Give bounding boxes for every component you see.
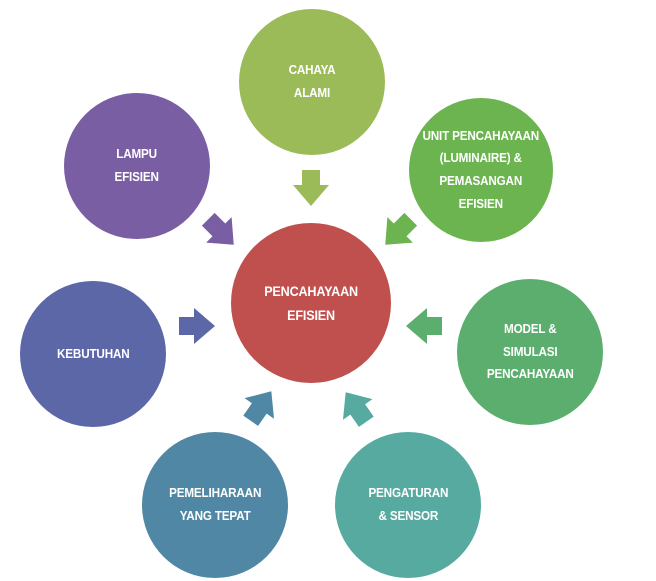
node-kebutuhan-label: KEBUTUHAN (56, 345, 130, 361)
node-unit-pencahayaan: UNIT PENCAHAYAAN (LUMINAIRE) & PEMASANGA… (409, 98, 553, 242)
node-pemeliharaan: PEMELIHARAAN YANG TEPAT (142, 432, 288, 578)
arrow-left-icon (406, 308, 442, 344)
arrow-down-right-icon (201, 212, 234, 245)
node-model-simulasi-label: MODEL & SIMULASI PENCAHAYAAN (486, 320, 574, 382)
arrow-up-right-icon (243, 391, 275, 426)
center-node: PENCAHAYAAN EFISIEN (231, 223, 391, 383)
node-pemeliharaan-label: PEMELIHARAAN YANG TEPAT (168, 485, 262, 523)
node-cahaya-alami-label: CAHAYA ALAMI (288, 62, 336, 100)
node-cahaya-alami: CAHAYA ALAMI (239, 9, 385, 155)
arrow-down-left-icon (385, 212, 418, 245)
node-pengaturan-sensor: PENGATURAN & SENSOR (335, 432, 481, 578)
arrow-right-icon (179, 308, 215, 344)
node-kebutuhan: KEBUTUHAN (20, 281, 166, 427)
node-lampu-efisien: LAMPU EFISIEN (64, 93, 210, 239)
node-lampu-efisien-label: LAMPU EFISIEN (114, 146, 160, 184)
node-model-simulasi: MODEL & SIMULASI PENCAHAYAAN (457, 279, 603, 425)
node-pengaturan-sensor-label: PENGATURAN & SENSOR (368, 485, 448, 523)
arrow-up-left-icon (342, 392, 374, 427)
center-node-label: PENCAHAYAAN EFISIEN (264, 282, 358, 324)
arrow-down-icon (293, 170, 329, 206)
node-unit-pencahayaan-label: UNIT PENCAHAYAAN (LUMINAIRE) & PEMASANGA… (422, 127, 540, 211)
